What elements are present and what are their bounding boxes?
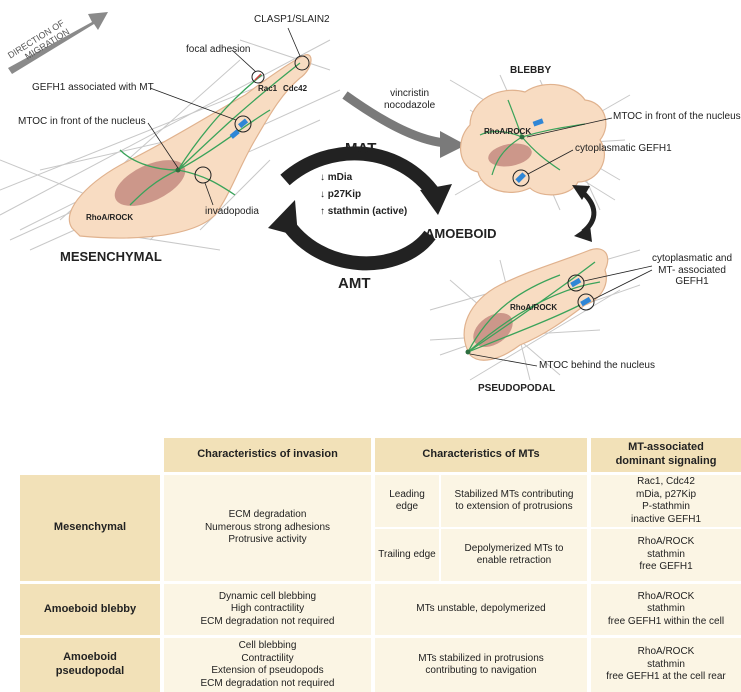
mes-leading-text: Stabilized MTs contributing to extension… xyxy=(441,475,587,527)
mesenchymal-title: MESENCHYMAL xyxy=(60,249,162,264)
pseudo-gefh1-circle-1 xyxy=(567,274,585,292)
blebby-cell xyxy=(459,83,607,196)
mesenchymal-nucleus xyxy=(114,160,186,206)
blebby-mtoc-label: MTOC in front of the nucleus xyxy=(613,111,741,122)
invadopodia-circle xyxy=(194,166,212,184)
rac1-label: Rac1 xyxy=(258,84,278,93)
cdc42-label: Cdc42 xyxy=(283,84,308,93)
blebby-gefh1 xyxy=(532,118,544,127)
mat-label: MAT xyxy=(345,140,377,157)
direction-arrow xyxy=(8,12,108,74)
pseudo-gefh1-circle-2 xyxy=(577,293,595,311)
header-invasion: Characteristics of invasion xyxy=(164,438,371,472)
amt-arrow xyxy=(279,215,436,271)
row-mesenchymal-invasion: ECM degradation Numerous strong adhesion… xyxy=(164,475,371,581)
pseudo-gefh1-line3: GEFH1 xyxy=(675,276,709,287)
drug-label: vincristin nocodazole xyxy=(384,88,435,111)
gefh1-mt-circle xyxy=(234,115,252,133)
pseudo-gefh1-line1: cytoplasmatic and xyxy=(652,253,733,264)
row-pseudo-name: Amoeboid pseudopodal xyxy=(20,638,160,692)
blebby-rhoa-label: RhoA/ROCK xyxy=(484,127,532,136)
pseudo-rhoa-label: RhoA/ROCK xyxy=(510,303,558,312)
mat-arrow xyxy=(280,146,441,200)
drug-arrow xyxy=(342,91,446,148)
row-blebby-invasion: Dynamic cell blebbing High contractility… xyxy=(164,584,371,635)
mes-trailing-sub: Trailing edge xyxy=(375,529,439,581)
row-pseudo-signal: RhoA/ROCK stathmin free GEFH1 at the cel… xyxy=(591,638,741,692)
clasp-circle xyxy=(294,55,310,71)
mtoc-mesenchymal-label: MTOC in front of the nucleus xyxy=(18,116,146,127)
pseudopodal-title: PSEUDOPODAL xyxy=(478,383,556,394)
diagram-graphics xyxy=(0,12,653,381)
comparison-table: Characteristics of invasion Characterist… xyxy=(0,438,741,692)
amoeboid-title: AMOEBOID xyxy=(425,226,497,241)
mes-leading-sub: Leading edge xyxy=(375,475,439,527)
row-blebby-mts: MTs unstable, depolymerized xyxy=(375,584,587,635)
row-pseudo-mts: MTs stabilized in protrusions contributi… xyxy=(375,638,587,692)
mes-trailing-signal: RhoA/ROCK stathmin free GEFH1 xyxy=(591,529,741,581)
mat-item-3: ↑ stathmin (active) xyxy=(320,206,408,217)
header-mts: Characteristics of MTs xyxy=(375,438,587,472)
row-mesenchymal-name: Mesenchymal xyxy=(20,475,160,581)
blebby-nucleus xyxy=(488,143,532,167)
focal-adhesion-circle xyxy=(251,70,265,84)
migration-diagram: DIRECTION OF MIGRATION CLASP1/SLAIN2 foc… xyxy=(0,12,741,394)
row-blebby-signal: RhoA/ROCK stathmin free GEFH1 within the… xyxy=(591,584,741,635)
header-signaling: MT-associated dominant signaling xyxy=(591,438,741,472)
mat-item-2: ↓ p27Kip xyxy=(320,189,362,200)
blebby-title: BLEBBY xyxy=(510,65,552,76)
gefh1-mt-label: GEFH1 associated with MT xyxy=(32,82,154,93)
mtoc-mesenchymal xyxy=(175,167,181,173)
mat-item-1: ↓ mDia xyxy=(320,172,353,183)
mes-trailing-text: Depolymerized MTs to enable retraction xyxy=(441,529,587,581)
amt-label: AMT xyxy=(338,275,371,292)
clasp-label: CLASP1/SLAIN2 xyxy=(254,14,330,25)
focal-adhesion-label: focal adhesion xyxy=(186,44,251,55)
mesenchymal-microtubules xyxy=(119,62,301,206)
mes-leading-signal: Rac1, Cdc42 mDia, p27Kip P-stathmin inac… xyxy=(591,475,741,527)
pseudo-mtoc-label: MTOC behind the nucleus xyxy=(539,360,655,371)
drug-label-2: nocodazole xyxy=(384,99,436,111)
mesenchymal-rhoa-label: RhoA/ROCK xyxy=(86,213,134,222)
gefh1-icon xyxy=(229,129,240,139)
blebby-gefh1-label: cytoplasmatic GEFH1 xyxy=(575,143,672,154)
drug-label-1: vincristin xyxy=(390,88,430,99)
pseudo-gefh1-line2: MT- associated xyxy=(658,264,726,276)
invadopodia-label: invadopodia xyxy=(205,206,259,217)
row-pseudo-invasion: Cell blebbing Contractility Extension of… xyxy=(164,638,371,692)
row-blebby-name: Amoeboid blebby xyxy=(20,584,160,635)
pseudo-gefh1-label: cytoplasmatic and MT- associated GEFH1 xyxy=(652,253,732,288)
